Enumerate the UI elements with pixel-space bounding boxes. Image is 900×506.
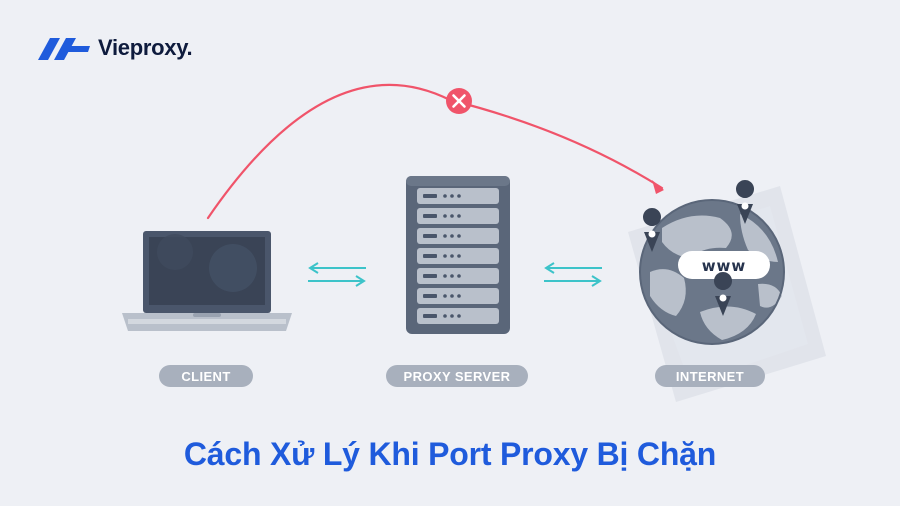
location-pin-icon — [714, 272, 733, 316]
laptop-icon — [122, 231, 292, 331]
proxy-server-label: PROXY SERVER — [386, 365, 528, 387]
internet-label: INTERNET — [655, 365, 765, 387]
www-badge-label: www — [702, 257, 747, 275]
client-label: CLIENT — [159, 365, 253, 387]
vieproxy-logo-mark-icon — [38, 38, 90, 60]
client-proxy-arrows-icon — [308, 262, 366, 287]
location-pin-icon — [643, 208, 662, 252]
brand-name: Vieproxy. — [98, 35, 193, 60]
proxy-internet-arrows-icon — [544, 262, 602, 287]
location-pin-icon — [736, 180, 755, 224]
page-title: Cách Xử Lý Khi Port Proxy Bị Chặn — [183, 436, 717, 472]
brand-logo[interactable]: Vieproxy. — [36, 28, 206, 68]
www-badge: www — [678, 251, 770, 279]
server-rack-icon — [406, 176, 510, 334]
close-circle-icon — [446, 88, 472, 114]
